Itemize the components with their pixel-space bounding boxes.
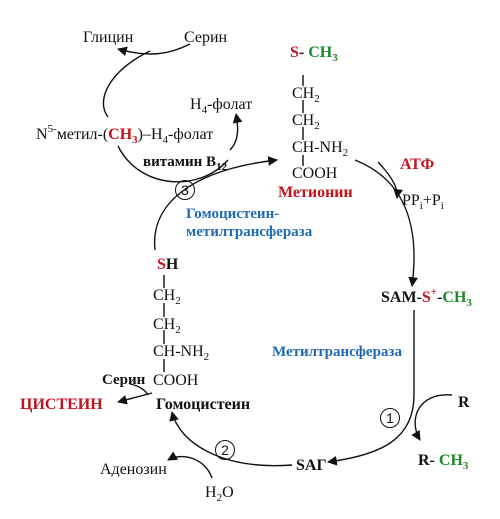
cysteine-serine-label: Серин	[102, 372, 146, 388]
methionine-cooh: COOH	[292, 165, 338, 182]
step-3-marker: 3	[175, 180, 195, 200]
methylated-acceptor-label: R- CH3	[418, 452, 469, 472]
h4-folate-label: H4-фолат	[190, 96, 253, 116]
adenosine-label: Аденозин	[100, 461, 167, 478]
homocysteine-mt-line2: метилтрансфераза	[186, 224, 313, 240]
sam-to-sah-arrow	[327, 310, 415, 466]
n5-methyl-h4-folate-label: N5-метил-(CH3)–H4-фолат	[36, 123, 214, 146]
atp-label: АТФ	[400, 156, 435, 173]
folate-cycle-left-arc	[102, 50, 151, 118]
methionine-ch2-b: CH2	[292, 112, 320, 132]
acceptor-r-label: R	[458, 394, 470, 411]
homocysteine-cooh: COOH	[153, 372, 199, 389]
atp-branch-arrow	[377, 161, 403, 199]
methionine-ch-nh2: CH-NH2	[292, 139, 349, 159]
methyltransferase-label: Метилтрансфераза	[272, 344, 402, 360]
serine-input-line	[129, 383, 149, 396]
sah-to-homocysteine-arrow	[169, 411, 293, 467]
sam-label: SAM-S+-CH3	[381, 286, 472, 309]
step-2-marker: 2	[215, 440, 235, 460]
step-1-marker: 1	[380, 408, 400, 428]
serine-to-glycine-arrow	[117, 43, 191, 57]
r-methylation-arrow	[411, 394, 453, 441]
vitamin-b12-label: витамин B12	[143, 154, 228, 173]
cysteine-label: ЦИСТЕИН	[20, 396, 103, 413]
glycine-label: Глицин	[83, 29, 134, 46]
water-label: H2O	[205, 484, 234, 504]
folate-serine-label: Серин	[184, 29, 228, 46]
homocysteine-ch2-b: CH2	[153, 316, 181, 336]
methionine-ch2-a: CH2	[292, 85, 320, 105]
homocysteine-ch-nh2: CH-NH2	[153, 343, 210, 363]
methionine-label: Метионин	[278, 184, 353, 201]
methionine-s-ch3: S- CH3	[290, 44, 338, 64]
homocysteine-label: Гомоцистеин	[156, 396, 251, 413]
homocysteine-mt-line1: Гомоцистеин-	[186, 206, 280, 222]
pyrophosphate-phosphate-label: PPi+Pi	[402, 192, 444, 212]
cysteine-branch-arrow	[117, 392, 153, 405]
hydrolysis-branch-arrow	[167, 451, 213, 479]
sah-label: SAГ	[296, 457, 327, 474]
folate-cycle-bottom-arc	[117, 145, 229, 183]
methionine-to-sam-arrow	[354, 159, 419, 287]
folate-cycle-right-arc	[229, 113, 243, 151]
homocysteine-ch2-a: CH2	[153, 287, 181, 307]
homocysteine-sh: SH	[157, 256, 179, 273]
